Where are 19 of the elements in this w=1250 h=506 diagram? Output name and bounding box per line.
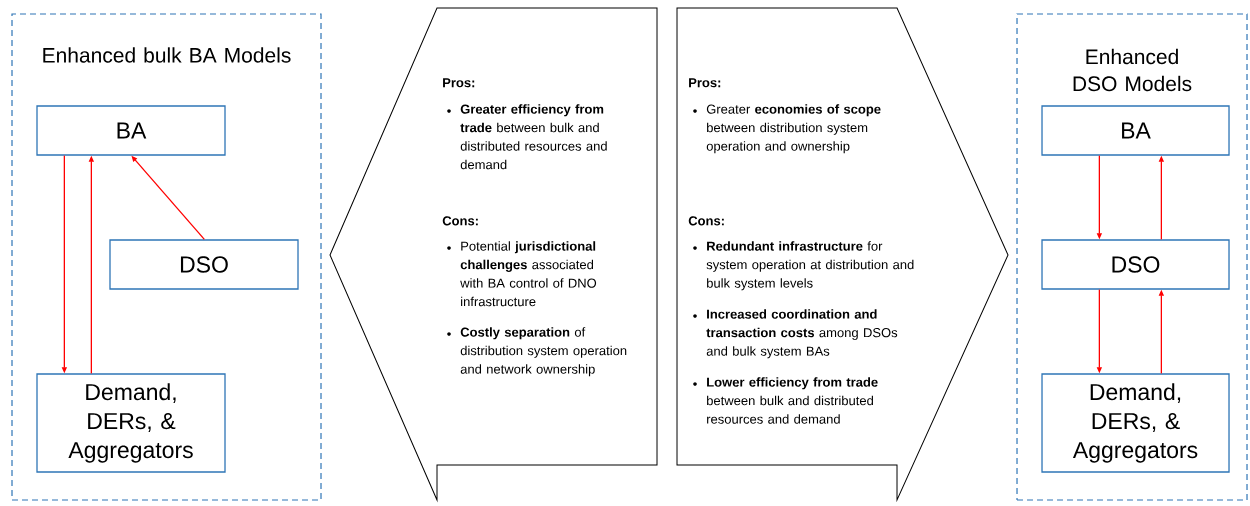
bullet-item: Costly separation of distribution system operation and network ownership — [460, 327, 627, 377]
bullet-item: Increased coordination and transaction costs among DSOs and bulk system BAs — [706, 309, 898, 359]
entity-box: BA — [36, 105, 226, 156]
bullet-item: Redundant infrastructure for system operation at distribution and bulk system levels — [706, 241, 914, 291]
section-heading: Cons: — [688, 216, 724, 226]
section-heading: Pros: — [443, 78, 475, 88]
panel-title: Enhanced bulk BA Models — [43, 47, 291, 63]
bullet-item: Lower efficiency from trade between bulk and distributed resources and demand — [707, 377, 878, 424]
bullet-item: Potential jurisdictional challenges associated with BA control of DNO infrastructure — [460, 241, 597, 307]
section-heading: Cons: — [442, 216, 478, 226]
section-heading: Pros: — [689, 78, 721, 88]
entity-box: BA — [1041, 105, 1230, 156]
entity-box: Demand, DERs, & Aggregators — [36, 373, 226, 473]
bullet-item: Greater efficiency from trade between bulk and distributed resources and demand — [460, 104, 607, 170]
panel-title: Enhanced DSO Models — [1073, 48, 1192, 92]
entity-box: DSO — [109, 239, 299, 290]
entity-box: Demand, DERs, & Aggregators — [1041, 373, 1230, 473]
entity-box: DSO — [1041, 239, 1230, 290]
bullet-item: Greater economies of scope between distribution system operation and ownership — [706, 104, 881, 154]
